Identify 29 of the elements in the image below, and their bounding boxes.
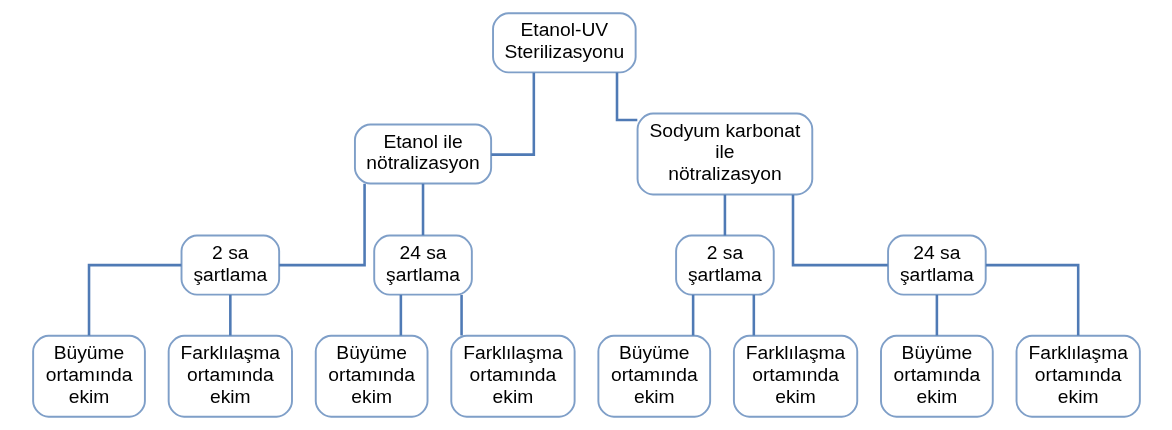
node-box: Büyüme ortamında ekim [596,334,711,418]
connector [791,194,888,267]
connector [935,294,938,336]
connector [752,294,755,336]
node-box: Büyüme ortamında ekim [31,334,146,418]
node-box: Büyüme ortamında ekim [879,334,994,418]
connector [691,294,694,336]
node-box: 24 sa şartlama [372,234,473,296]
node-box: Farklılaşma ortamında ekim [1015,334,1141,418]
node-box: Sodyum karbonat ile nötralizasyon [636,112,813,196]
node-box: Etanol-UV Sterilizasyonu [491,12,637,74]
connector [490,72,535,156]
connector [228,294,232,336]
connector [723,194,726,236]
node-box: Farklılaşma ortamında ekim [732,334,858,418]
node-box: Farklılaşma ortamında ekim [167,334,293,418]
connector [87,263,181,336]
connector [399,294,402,336]
connector [459,294,463,336]
connector [615,72,637,122]
connector [985,263,1079,336]
node-box: Büyüme ortamında ekim [314,334,428,418]
node-box: 24 sa şartlama [886,234,987,296]
node-box: Farklılaşma ortamında ekim [449,334,576,418]
node-box: 2 sa şartlama [180,234,280,296]
connector [278,183,366,267]
node-box: 2 sa şartlama [674,234,775,296]
node-box: Etanol ile nötralizasyon [353,123,492,185]
connector [421,183,424,236]
